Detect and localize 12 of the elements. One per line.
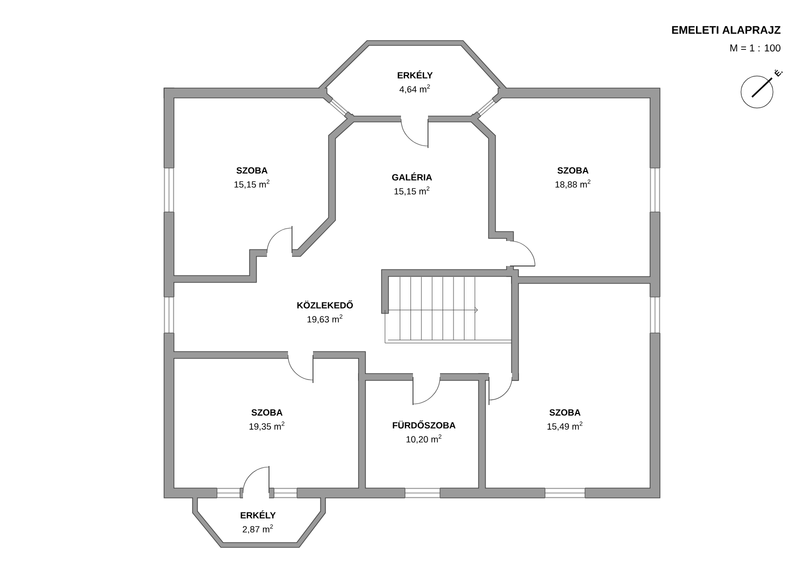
room-label: SZOBA 15,49 m$^{2}$ bbox=[548, 409, 582, 431]
room-label: SZOBA 19,35 m$^{2}$ bbox=[250, 409, 284, 431]
room-label: ERKÉLY 2,87 m$^{2}$ bbox=[240, 510, 276, 534]
room-label: KÖZLEKEDŐ 19,63 m$^{2}$ bbox=[297, 300, 353, 324]
room-label: ERKÉLY 4,64 m$^{2}$ bbox=[398, 70, 433, 94]
room-label: SZOBA 15,15 m$^{2}$ bbox=[234, 167, 270, 189]
scale-label: M = 1 : 100 bbox=[730, 44, 780, 52]
room-label: SZOBA 18,88 m$^{2}$ bbox=[556, 167, 590, 189]
north-label: É. bbox=[774, 69, 783, 77]
room-label: FÜRDŐSZOBA 10,20 m$^{2}$ bbox=[392, 420, 456, 444]
title: EMELETI ALAPRAJZ bbox=[672, 26, 780, 34]
room-label: GALÉRIA 15,15 m$^{2}$ bbox=[392, 172, 432, 196]
